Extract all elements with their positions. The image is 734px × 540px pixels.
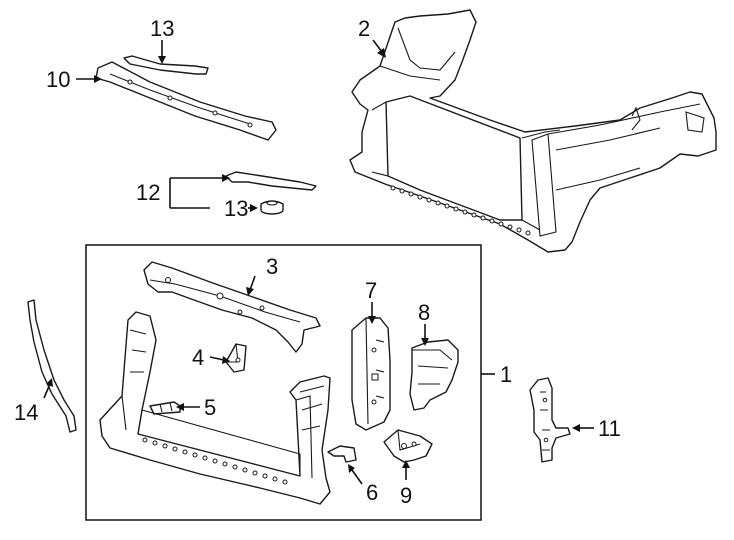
callout-labels: 1 2 3 4 5 6 7 8 9 10 11 12 13 13 14 (14, 16, 621, 508)
part-7-side-bracket (351, 317, 391, 431)
callout-2: 2 (358, 16, 370, 41)
part-9-bracket (383, 429, 433, 463)
callout-6: 6 (366, 480, 378, 505)
callout-13-top: 13 (150, 16, 174, 41)
part-3-upper-tie-bar (143, 261, 321, 353)
callout-3: 3 (266, 254, 278, 279)
part-10-upper-tie-bar (95, 61, 277, 141)
callout-10: 10 (46, 67, 70, 92)
callout-7: 7 (365, 278, 377, 303)
part-1-hole-row (142, 437, 288, 485)
part-1-frame (99, 311, 331, 505)
leader-lines (43, 39, 594, 485)
part-8-air-deflector (409, 339, 459, 411)
part-5-clip (149, 401, 181, 415)
part-12-bracket (225, 171, 317, 191)
callout-5: 5 (204, 395, 216, 420)
assembly-group-box (85, 244, 482, 521)
part-13-grommet (260, 200, 284, 215)
callout-11: 11 (598, 416, 621, 441)
callout-12: 12 (136, 180, 160, 205)
part-4-bracket (225, 343, 247, 373)
part-13-strap (123, 55, 209, 75)
callout-4: 4 (192, 345, 204, 370)
part-2-radiator-support-assembly (349, 9, 717, 253)
callout-13-lower: 13 (224, 196, 248, 221)
callout-8: 8 (418, 300, 430, 325)
callout-1: 1 (500, 362, 512, 387)
callout-9: 9 (400, 483, 412, 508)
part-14-strap (27, 299, 77, 433)
callout-14: 14 (14, 400, 38, 425)
part-11-vertical-bracket (529, 377, 571, 463)
part-2-hole-row (390, 185, 531, 236)
part-6-clip (327, 445, 357, 463)
